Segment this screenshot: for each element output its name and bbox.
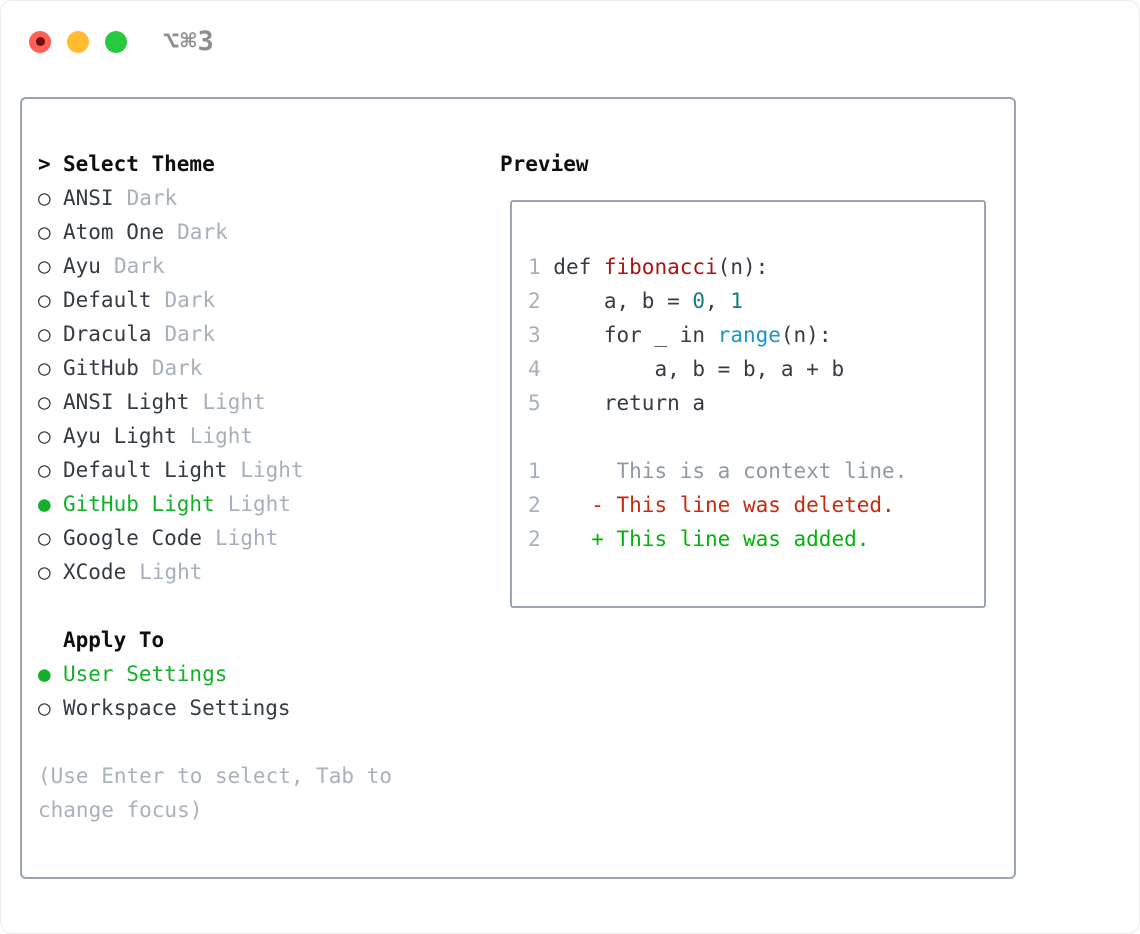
minimize-button[interactable] — [67, 30, 89, 53]
radio-selected-icon: ● — [38, 662, 51, 686]
close-button[interactable] — [29, 30, 51, 53]
radio-unselected-icon: ○ — [38, 458, 51, 482]
apply-option-workspace-settings[interactable]: ○Workspace Settings — [38, 691, 500, 725]
select-theme-title: Select Theme — [63, 152, 215, 176]
radio-unselected-icon: ○ — [38, 696, 51, 720]
radio-unselected-icon: ○ — [38, 288, 51, 312]
apply-option-user-settings[interactable]: ●User Settings — [38, 657, 500, 691]
code-token: 1 — [528, 459, 541, 483]
select-theme-header: > Select Theme — [38, 147, 500, 181]
close-button-dot — [35, 37, 45, 46]
radio-unselected-icon: ○ — [38, 220, 51, 244]
code-token: 1 — [730, 289, 743, 313]
code-token: a, b = b, a + b — [540, 357, 845, 381]
code-line: 4 a, b = b, a + b — [528, 352, 984, 386]
radio-unselected-icon: ○ — [38, 356, 51, 380]
preview-section: Preview 1 def fibonacci(n):2 a, b = 0, 1… — [500, 99, 1014, 877]
titlebar: ⌥⌘3 — [29, 26, 215, 57]
apply-to-header: Apply To — [38, 623, 500, 657]
radio-unselected-icon: ○ — [38, 526, 51, 550]
prompt-icon: > — [38, 152, 51, 176]
radio-selected-icon: ● — [38, 492, 51, 516]
code-token: a, b = — [540, 289, 693, 313]
window-shortcut-label: ⌥⌘3 — [163, 26, 215, 57]
code-token: 3 — [528, 323, 541, 347]
code-token: 2 — [528, 289, 541, 313]
preview-title: Preview — [500, 152, 589, 176]
zoom-button[interactable] — [105, 30, 127, 53]
code-line: 5 return a — [528, 386, 984, 420]
code-token: return a — [540, 391, 706, 415]
code-token: , — [705, 289, 731, 313]
code-token: fibonacci — [603, 255, 718, 279]
radio-unselected-icon: ○ — [38, 560, 51, 584]
code-line: 2 a, b = 0, 1 — [528, 284, 984, 318]
radio-unselected-icon: ○ — [38, 322, 51, 346]
code-line: 3 for _ in range(n): — [528, 318, 984, 352]
hint-text-line2: change focus) — [38, 798, 203, 822]
code-token: 2 — [528, 527, 541, 551]
code-token: 0 — [692, 289, 706, 313]
code-line: 2 - This line was deleted. — [528, 488, 984, 522]
code-token: (n): — [780, 323, 832, 347]
spacer — [38, 725, 500, 759]
code-token: for _ in — [540, 323, 718, 347]
code-line — [528, 420, 984, 454]
radio-unselected-icon: ○ — [38, 186, 51, 210]
code-line: 2 + This line was added. — [528, 522, 984, 556]
apply-to-title: Apply To — [63, 628, 165, 652]
radio-unselected-icon: ○ — [38, 254, 51, 278]
code-line: 1 This is a context line. — [528, 454, 984, 488]
code-token: range — [717, 323, 781, 347]
radio-unselected-icon: ○ — [38, 424, 51, 448]
code-token: (n): — [717, 255, 769, 279]
code-token: + This line was added. — [540, 527, 870, 551]
code-token: - This line was deleted. — [540, 493, 895, 517]
radio-unselected-icon: ○ — [38, 390, 51, 414]
code-token: 5 — [528, 391, 541, 415]
code-line: 1 def fibonacci(n): — [528, 250, 984, 284]
code-token: This is a context line. — [540, 459, 908, 483]
code-token: 1 — [528, 255, 541, 279]
spacer — [38, 589, 500, 623]
hint-text-line1: (Use Enter to select, Tab to — [38, 764, 393, 788]
code-token: 2 — [528, 493, 541, 517]
code-token: def — [540, 255, 604, 279]
code-token: 4 — [528, 357, 541, 381]
